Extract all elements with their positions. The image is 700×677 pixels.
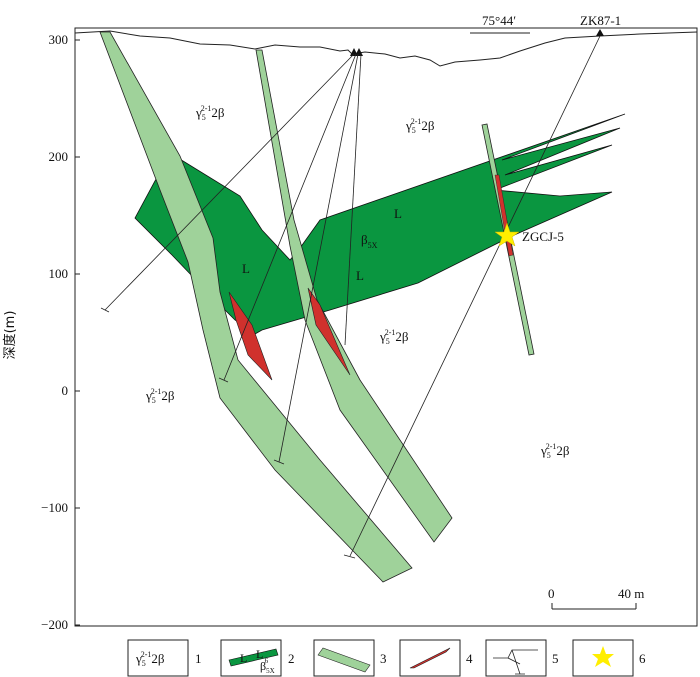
granite-label-4: γ52-12β	[145, 387, 175, 405]
legend-item-1: γ52-12β 1	[127, 639, 202, 677]
scale-start-label: 0	[548, 586, 555, 601]
drill-site-zk87-1-icon	[596, 29, 604, 36]
legend: γ52-12β 1 L L β5X6 2 3 4	[127, 639, 646, 677]
tick-label-0: 0	[62, 383, 69, 398]
azimuth-label: 75°44′	[482, 13, 516, 28]
legend-item-2: L L β5X6 2	[220, 639, 295, 677]
diabase-code-label: β5X	[361, 232, 378, 250]
legend-number-5: 5	[552, 651, 559, 666]
tick-label-300: 300	[49, 32, 69, 47]
granite-label-1: γ52-12β	[195, 104, 225, 122]
tick-label-200: 200	[49, 149, 69, 164]
legend-number-4: 4	[466, 651, 473, 666]
scale-bar: 0 40 m	[548, 586, 644, 610]
legend-number-1: 1	[195, 651, 202, 666]
legend-item-6: 6	[572, 639, 646, 677]
ore-body-middle	[307, 287, 351, 376]
svg-text:γ52-12β: γ52-12β	[405, 117, 435, 135]
dyke-long-left	[99, 31, 413, 583]
scale-end-label: 40 m	[618, 586, 644, 601]
diabase-litho-label-2: L	[242, 261, 250, 276]
granite-label-2: γ52-12β	[405, 117, 435, 135]
tick-label-m200: −200	[41, 617, 68, 632]
drill-hole-zk87-1	[343, 35, 601, 559]
drill-hole-3	[273, 53, 359, 465]
svg-text:γ52-12β: γ52-12β	[145, 387, 175, 405]
section-frame	[74, 27, 698, 627]
diabase-litho-label-1: L	[394, 206, 402, 221]
svg-text:γ52-12β: γ52-12β	[379, 328, 409, 346]
drill-hole-2	[218, 53, 357, 383]
svg-text:L: L	[240, 651, 247, 665]
legend-number-6: 6	[639, 651, 646, 666]
drill-hole-label: ZK87-1	[580, 13, 621, 28]
svg-text:γ52-12β: γ52-12β	[135, 650, 165, 668]
dyke-middle	[255, 49, 453, 543]
granite-label-3: γ52-12β	[379, 328, 409, 346]
legend-number-2: 2	[288, 651, 295, 666]
legend-number-3: 3	[380, 651, 387, 666]
svg-text:γ52-12β: γ52-12β	[195, 104, 225, 122]
drill-holes	[100, 35, 601, 559]
svg-text:β5X6: β5X6	[260, 657, 275, 675]
legend-star-icon	[592, 646, 614, 667]
diabase-litho-label-3: L	[356, 268, 364, 283]
granite-label-5: γ52-12β	[540, 442, 570, 460]
svg-text:L: L	[256, 647, 263, 661]
legend-item-3: 3	[313, 639, 387, 677]
drill-hole-1	[100, 53, 355, 313]
sample-star-icon	[494, 222, 520, 247]
legend-item-5: 5	[485, 639, 559, 677]
topography-line	[74, 30, 698, 67]
tick-label-m100: −100	[41, 500, 68, 515]
drill-hole-4	[344, 53, 362, 346]
sample-label: ZGCJ-5	[522, 229, 564, 244]
y-axis: 300 200 100 0 −100 −200 深度(m)	[2, 32, 80, 632]
y-axis-title: 深度(m)	[2, 311, 18, 360]
svg-text:γ52-12β: γ52-12β	[540, 442, 570, 460]
legend-item-4: 4	[399, 639, 473, 677]
tick-label-100: 100	[49, 266, 69, 281]
drill-site-icon	[350, 48, 363, 56]
